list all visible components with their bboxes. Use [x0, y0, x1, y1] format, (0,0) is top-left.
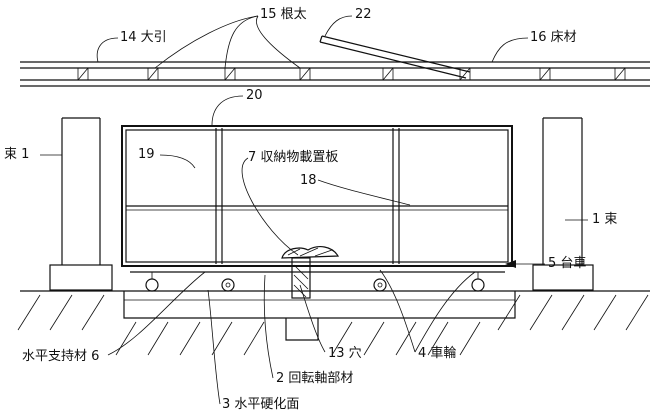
label-beam: 14 大引 [120, 30, 167, 45]
storage-cabinet [121, 125, 513, 273]
label-part20: 20 [246, 88, 263, 103]
label-floor: 16 床材 [530, 30, 577, 45]
left-post [49, 117, 113, 291]
hardened-surface [123, 291, 516, 341]
label-horizontal-support: 水平支持材 6 [22, 349, 100, 364]
wheels [145, 272, 485, 292]
label-part18: 18 [300, 173, 317, 188]
label-shelf: 7 収納物載置板 [248, 150, 339, 165]
label-part22: 22 [355, 7, 372, 22]
label-cart: 5 台車 [548, 256, 587, 271]
label-joist: 15 根太 [260, 7, 307, 22]
label-hole: 13 穴 [328, 346, 362, 361]
hinged-lid [319, 35, 471, 79]
label-wheel: 4 車輪 [418, 346, 457, 361]
right-post [532, 117, 594, 291]
floor-structure [20, 61, 650, 87]
label-post-left: 束 1 [4, 147, 30, 162]
stored-item [281, 246, 340, 259]
label-pivot: 2 回転軸部材 [276, 371, 354, 386]
cart-arrow [505, 260, 516, 268]
label-post-right: 1 束 [592, 212, 618, 227]
pivot-shaft [291, 257, 311, 299]
ground [17, 290, 650, 356]
label-hardened-surface: 3 水平硬化面 [222, 397, 300, 412]
label-part19: 19 [138, 147, 155, 162]
leader-lines [40, 15, 588, 405]
